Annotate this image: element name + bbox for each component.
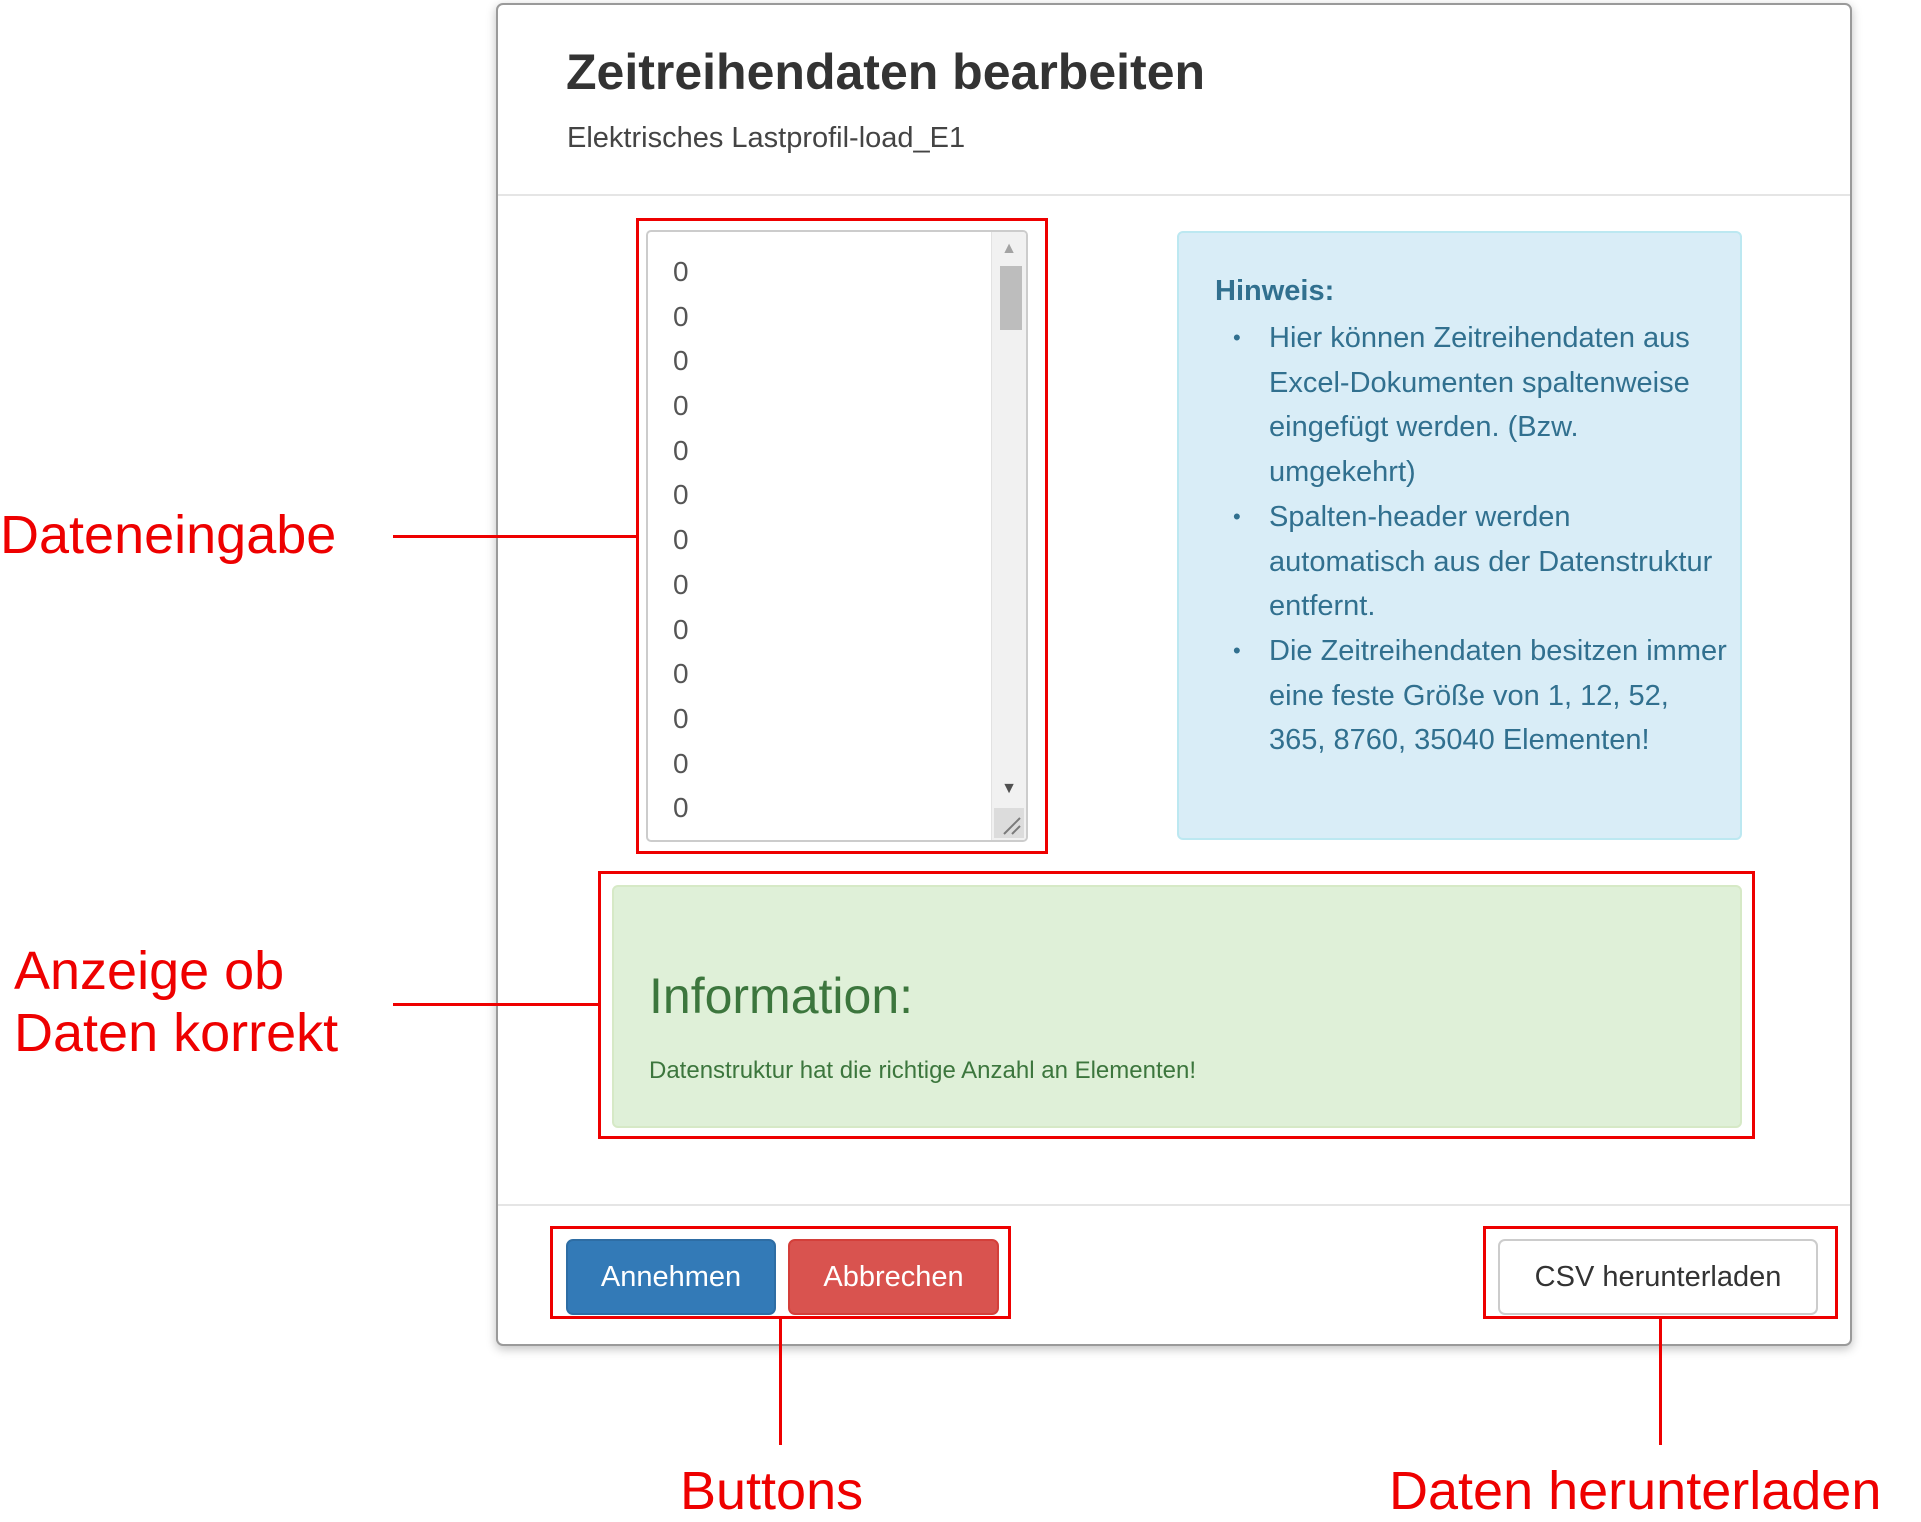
annotation-label-data-input: Dateneingabe	[0, 505, 337, 565]
data-line: 0	[673, 524, 689, 556]
edit-timeseries-modal: Zeitreihendaten bearbeiten Elektrisches …	[496, 3, 1852, 1346]
resize-grip-icon[interactable]	[994, 808, 1024, 838]
annotation-label-download: Daten herunterladen	[1389, 1461, 1882, 1521]
hint-box: Hinweis: • Hier können Zeitreihendaten a…	[1177, 231, 1742, 840]
status-heading: Information:	[649, 968, 914, 1024]
footer-divider	[498, 1204, 1850, 1206]
annotation-label-buttons: Buttons	[680, 1461, 864, 1521]
annotation-line-data-input	[393, 535, 637, 538]
annotation-box-buttons	[550, 1226, 1011, 1319]
hint-item: • Die Zeitreihendaten besitzen immer ein…	[1233, 629, 1729, 763]
scroll-down-arrow-icon[interactable]: ▼	[1001, 780, 1017, 797]
bullet-icon: •	[1233, 503, 1241, 529]
data-line: 0	[673, 792, 689, 824]
bullet-icon: •	[1233, 637, 1241, 663]
hint-item-text: Hier können Zeitreihendaten aus Excel-Do…	[1269, 322, 1690, 489]
bullet-icon: •	[1233, 325, 1241, 350]
textarea-scrollbar[interactable]: ▲ ▼	[991, 232, 1026, 840]
data-lines: 0 0 0 0 0 0 0 0 0 0 0 0 0	[673, 250, 689, 831]
hint-item-text: Spalten-header werden automatisch aus de…	[1269, 500, 1713, 623]
annotation-box-download	[1483, 1226, 1838, 1319]
scroll-up-arrow-icon[interactable]: ▲	[1001, 240, 1017, 257]
modal-title: Zeitreihendaten bearbeiten	[566, 44, 1206, 100]
data-line: 0	[673, 345, 689, 377]
cancel-button[interactable]: Abbrechen	[788, 1239, 999, 1315]
timeseries-data-textarea[interactable]: 0 0 0 0 0 0 0 0 0 0 0 0 0 ▲ ▼	[646, 230, 1028, 842]
hint-item: • Hier können Zeitreihendaten aus Excel-…	[1233, 316, 1729, 495]
annotation-label-validity-line1: Anzeige ob	[14, 941, 285, 1001]
status-message: Datenstruktur hat die richtige Anzahl an…	[649, 1057, 1196, 1084]
data-line: 0	[673, 613, 689, 645]
data-line: 0	[673, 747, 689, 779]
data-line: 0	[673, 702, 689, 734]
annotation-line-buttons	[779, 1318, 782, 1445]
annotation-box-validity	[598, 871, 1755, 1139]
annotation-line-download	[1659, 1318, 1662, 1445]
data-line: 0	[673, 658, 689, 690]
hint-list: • Hier können Zeitreihendaten aus Excel-…	[1233, 316, 1729, 763]
header-divider	[498, 194, 1850, 196]
hint-heading: Hinweis:	[1215, 275, 1335, 307]
data-line: 0	[673, 300, 689, 332]
data-line: 0	[673, 434, 689, 466]
data-line: 0	[673, 256, 689, 287]
annotation-line-validity	[393, 1003, 599, 1006]
hint-item: • Spalten-header werden automatisch aus …	[1233, 495, 1729, 629]
data-line: 0	[673, 479, 689, 511]
download-csv-button[interactable]: CSV herunterladen	[1498, 1239, 1818, 1315]
scroll-thumb[interactable]	[1000, 266, 1022, 330]
accept-button[interactable]: Annehmen	[566, 1239, 776, 1315]
validation-status-alert: Information: Datenstruktur hat die richt…	[612, 885, 1742, 1128]
hint-item-text: Die Zeitreihendaten besitzen immer eine …	[1269, 634, 1727, 757]
modal-subtitle: Elektrisches Lastprofil-load_E1	[567, 122, 966, 154]
annotation-label-validity-line2: Daten korrekt	[14, 1003, 339, 1063]
data-line: 0	[673, 390, 689, 422]
data-line: 0	[673, 568, 689, 600]
annotation-box-data-input	[636, 218, 1048, 854]
